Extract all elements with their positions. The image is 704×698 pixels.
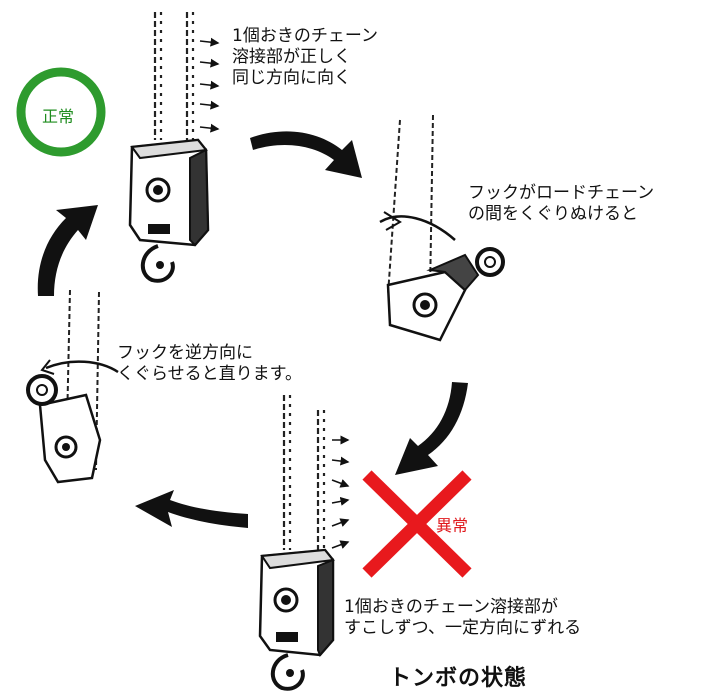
cycle-arrows [37, 131, 468, 528]
note-reverse-line: フックを逆方向に [117, 343, 253, 363]
arrow-normal-to-through [250, 131, 362, 178]
note-abnormal: 1個おきのチェーン溶接部が すこしずつ、一定方向にずれる [344, 597, 581, 639]
arrow-abnormal-to-reverse [135, 490, 248, 528]
hoist-reverse [26, 289, 119, 484]
diagram-title: トンボの状態 [389, 666, 528, 691]
note-normal-line: 1個おきのチェーン [232, 26, 378, 46]
note-normal-line: 溶接部が正しく [232, 47, 351, 67]
note-normal-line: 同じ方向に向く [232, 68, 351, 88]
arrow-reverse-to-normal [37, 205, 98, 296]
note-abnormal-line: 1個おきのチェーン溶接部が [344, 597, 558, 617]
note-normal: 1個おきのチェーン 溶接部が正しく 同じ方向に向く [232, 26, 378, 89]
normal-circle-icon [16, 67, 106, 157]
hoist-hook-through [379, 114, 505, 342]
note-hook-through-line: の間をくぐりぬけると [468, 204, 638, 224]
abnormal-cross-icon [362, 470, 472, 578]
note-hook-through: フックがロードチェーン の間をくぐりぬけると [468, 183, 654, 225]
note-reverse-line: くぐらせると直ります。 [117, 364, 302, 384]
note-abnormal-line: すこしずつ、一定方向にずれる [344, 618, 582, 638]
note-reverse: フックを逆方向に くぐらせると直ります。 [117, 343, 302, 385]
abnormal-badge-label: 異常 [436, 516, 469, 535]
arrow-through-to-abnormal [395, 382, 468, 475]
note-hook-through-line: フックがロードチェーン [468, 183, 655, 203]
hoist-abnormal [258, 395, 350, 691]
normal-badge-label: 正常 [42, 107, 75, 126]
hoist-normal [128, 12, 220, 283]
